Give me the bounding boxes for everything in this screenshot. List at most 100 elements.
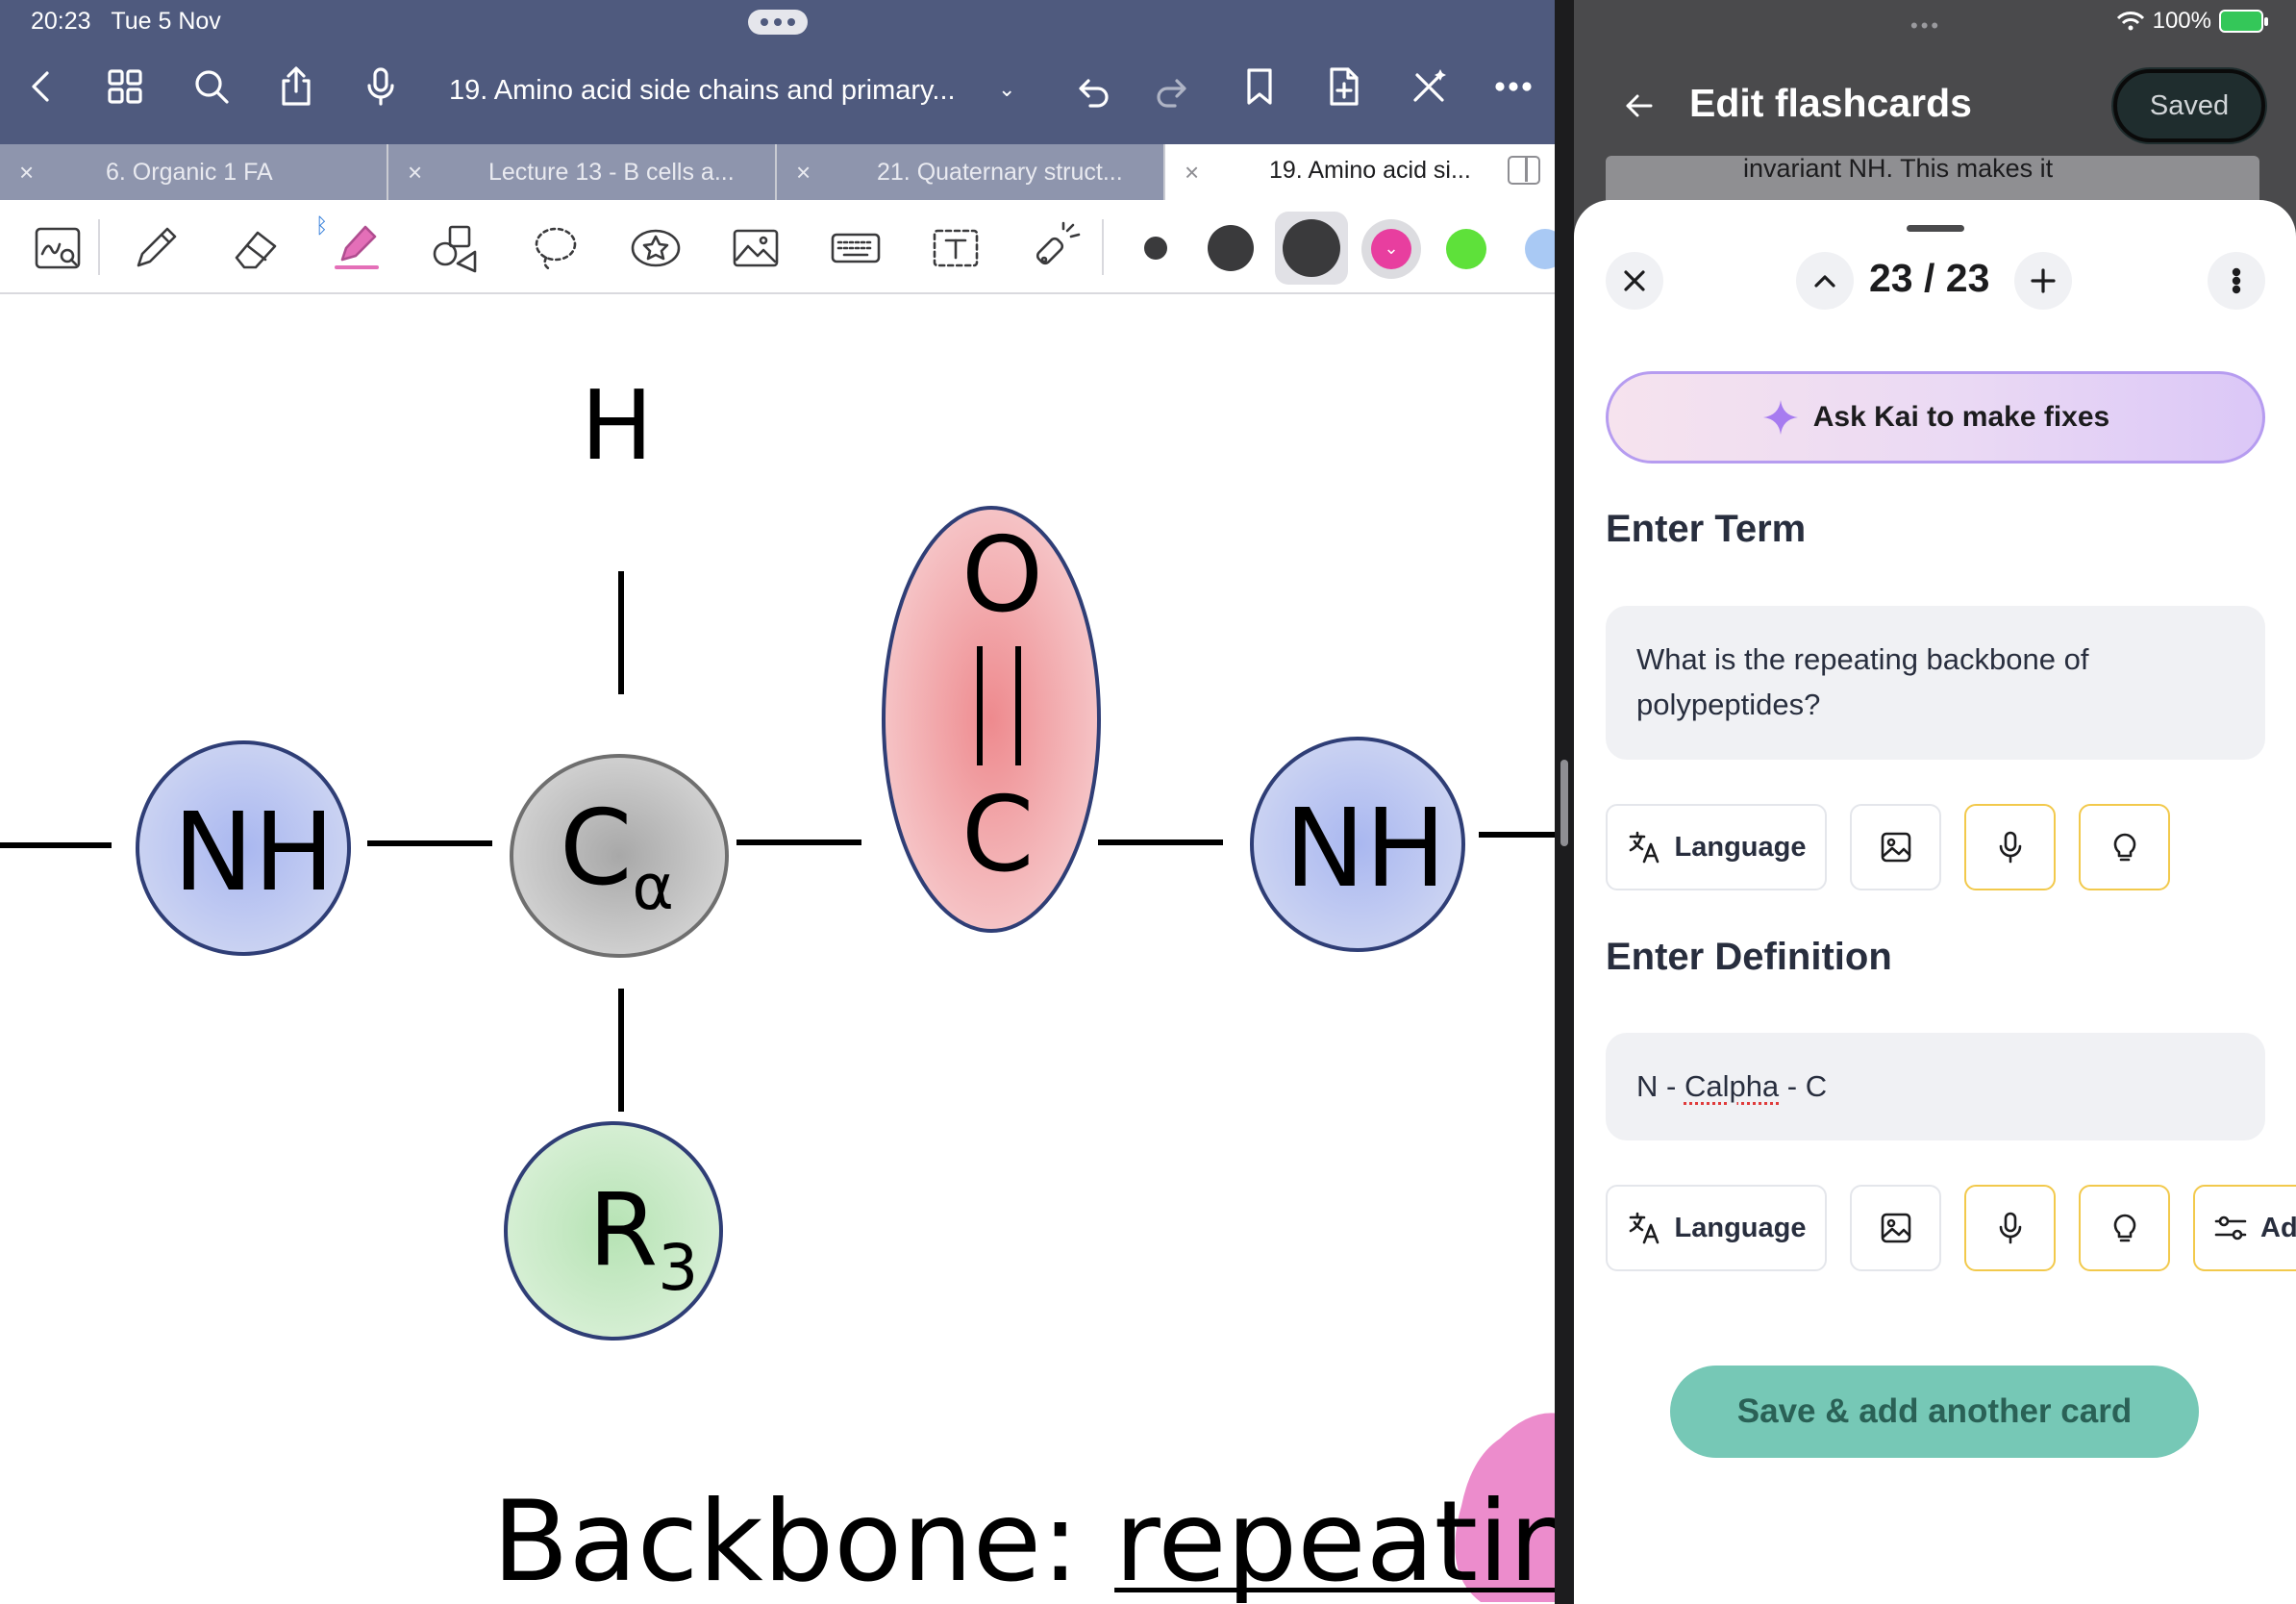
tab-close-icon[interactable]: ×	[796, 158, 811, 187]
split-view-icon[interactable]	[1508, 156, 1540, 185]
drawing-toolbar: ᛒ ⌄	[0, 200, 1555, 294]
saved-button[interactable]: Saved	[2113, 69, 2265, 142]
wifi-icon	[2116, 12, 2144, 31]
goodnotes-pane: 20:23 Tue 5 Nov 19. Amino acid side chai…	[0, 0, 1555, 1604]
battery-percentage: 100%	[2152, 8, 2211, 34]
eraser-tool-icon[interactable]	[225, 217, 287, 279]
share-icon[interactable]	[273, 63, 319, 110]
r-group-node	[504, 1121, 723, 1341]
image-icon	[1881, 832, 1910, 863]
definition-advanced-button[interactable]: Ad	[2193, 1185, 2296, 1271]
keyboard-tool-icon[interactable]	[825, 217, 886, 279]
tab-organic-1[interactable]: × 6. Organic 1 FA	[0, 144, 388, 200]
definition-text: N -	[1636, 1069, 1685, 1103]
medium-stroke-size[interactable]	[1208, 225, 1254, 271]
ask-kai-button[interactable]: Ask Kai to make fixes	[1606, 371, 2265, 464]
search-icon[interactable]	[188, 63, 235, 110]
back-chevron-icon[interactable]	[19, 63, 65, 110]
definition-language-button[interactable]: Language	[1606, 1185, 1827, 1271]
translate-icon	[1629, 831, 1659, 864]
carbonyl-c-label: C	[961, 775, 1035, 895]
nh-left-label: NH	[173, 790, 335, 915]
pink-highlight-stroke	[1455, 1413, 1555, 1602]
enter-term-title: Enter Term	[1606, 508, 1807, 550]
pen-tool-icon[interactable]	[125, 217, 187, 279]
bookmark-icon[interactable]	[1236, 63, 1283, 110]
term-audio-button[interactable]	[1964, 804, 2056, 890]
carbonyl-node	[882, 506, 1101, 933]
sparkle-icon	[1762, 400, 1798, 435]
document-tab-bar: × 6. Organic 1 FA × Lecture 13 - B cells…	[0, 144, 1555, 200]
tab-label: Lecture 13 - B cells a...	[488, 159, 735, 186]
oxygen-label: O	[961, 515, 1044, 636]
definition-image-button[interactable]	[1850, 1185, 1941, 1271]
image-tool-icon[interactable]	[725, 217, 786, 279]
multitasking-menu[interactable]	[748, 10, 808, 35]
sheet-grabber[interactable]	[1907, 225, 1964, 232]
shapes-tool-icon[interactable]	[425, 217, 487, 279]
pink-color-selected[interactable]: ⌄	[1361, 219, 1421, 279]
lasso-tool-icon[interactable]	[525, 217, 586, 279]
term-input[interactable]: What is the repeating backbone of polype…	[1606, 606, 2265, 760]
divider-handle[interactable]	[1560, 760, 1568, 846]
blue-color[interactable]	[1525, 229, 1555, 269]
green-color[interactable]	[1446, 229, 1486, 269]
page-title: Edit flashcards	[1689, 81, 1972, 125]
bluetooth-icon: ᛒ	[315, 213, 329, 238]
note-canvas[interactable]: H NH Cα O C NH R3 Backbone: repeating N	[0, 294, 1555, 1604]
enter-definition-title: Enter Definition	[1606, 936, 1892, 978]
edit-card-sheet: 23 / 23 Ask Kai to make fixes Enter Term…	[1574, 200, 2296, 1604]
laser-pointer-tool-icon[interactable]	[1025, 217, 1086, 279]
microphone-icon[interactable]	[358, 63, 404, 110]
term-language-button[interactable]: Language	[1606, 804, 1827, 890]
goodnotes-top-bar: 20:23 Tue 5 Nov 19. Amino acid side chai…	[0, 0, 1555, 144]
card-counter: 23 / 23	[1869, 256, 1990, 300]
previous-card-button[interactable]	[1796, 252, 1854, 310]
highlighter-tool-icon[interactable]	[325, 217, 387, 279]
more-options-button[interactable]	[2208, 252, 2265, 310]
definition-audio-button[interactable]	[1964, 1185, 2056, 1271]
thick-stroke-size-selected[interactable]	[1275, 212, 1348, 285]
battery-charging-icon	[2219, 10, 2268, 33]
close-button[interactable]	[1606, 252, 1663, 310]
split-view-divider[interactable]	[1555, 0, 1574, 1604]
term-hint-button[interactable]	[2079, 804, 2170, 890]
caption-underlined-text: repeating	[1114, 1477, 1555, 1604]
tab-lecture-13[interactable]: × Lecture 13 - B cells a...	[388, 144, 777, 200]
text-box-tool-icon[interactable]	[925, 217, 986, 279]
redo-icon[interactable]	[1152, 63, 1198, 110]
definition-misspelled-word: Calpha	[1684, 1069, 1780, 1103]
back-arrow-icon[interactable]	[1620, 87, 1659, 125]
amino-acid-diagram	[0, 506, 1555, 1602]
close-icon	[1624, 270, 1645, 291]
document-title[interactable]: 19. Amino acid side chains and primary..…	[449, 75, 956, 106]
nh-node-left	[136, 740, 351, 956]
tab-close-icon[interactable]: ×	[408, 158, 423, 187]
ask-kai-label: Ask Kai to make fixes	[1812, 401, 2110, 433]
image-icon	[1881, 1213, 1910, 1243]
calpha-node	[510, 754, 729, 958]
definition-hint-button[interactable]	[2079, 1185, 2170, 1271]
tab-amino-acid[interactable]: × 19. Amino acid si...	[1165, 144, 1555, 200]
zoom-window-icon[interactable]	[27, 217, 88, 279]
undo-icon[interactable]	[1067, 63, 1113, 110]
more-options-icon[interactable]	[1490, 63, 1536, 110]
lightbulb-icon	[2113, 1214, 2135, 1242]
title-chevron-down-icon[interactable]: ⌄	[998, 77, 1016, 101]
sticker-tool-icon[interactable]	[625, 217, 686, 279]
save-and-add-card-button[interactable]: Save & add another card	[1670, 1366, 2199, 1458]
add-page-icon[interactable]	[1321, 63, 1367, 110]
language-label: Language	[1674, 831, 1807, 863]
magic-pen-icon[interactable]	[1406, 63, 1452, 110]
c-label: C	[560, 789, 633, 909]
tab-quaternary-structure[interactable]: × 21. Quaternary struct...	[777, 144, 1165, 200]
grid-view-icon[interactable]	[102, 63, 148, 110]
multitasking-menu-right[interactable]: •••	[1910, 13, 1942, 38]
tab-close-icon[interactable]: ×	[1185, 158, 1200, 187]
tab-close-icon[interactable]: ×	[19, 158, 35, 187]
term-text-line: polypeptides?	[1636, 688, 1821, 721]
term-image-button[interactable]	[1850, 804, 1941, 890]
add-card-button[interactable]	[2014, 252, 2072, 310]
definition-input[interactable]: N - Calpha - C	[1606, 1033, 2265, 1140]
thin-stroke-size[interactable]	[1144, 237, 1167, 260]
